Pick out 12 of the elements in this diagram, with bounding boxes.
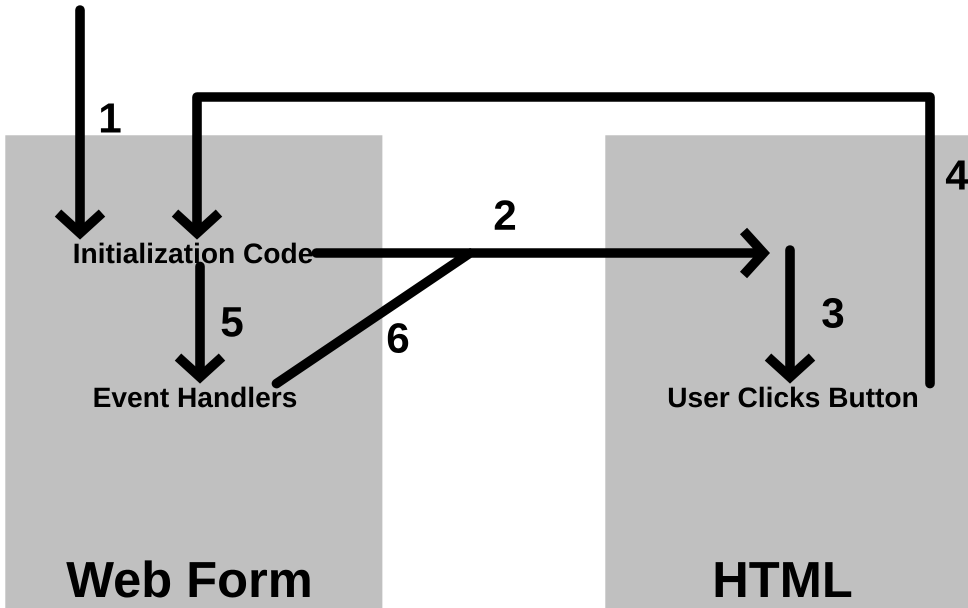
- node-label: User Clicks Button: [668, 386, 918, 408]
- arrow: [174, 262, 226, 384]
- node-label: Initialization Code: [74, 242, 312, 264]
- node-label: Event Handlers: [94, 386, 296, 408]
- edge-label: 6: [388, 323, 408, 353]
- edge-label: 5: [222, 307, 243, 337]
- arrow: [172, 92, 935, 388]
- arrow: [54, 5, 106, 240]
- arrow: [764, 245, 816, 384]
- edge-label: 2: [494, 200, 516, 230]
- edge-label: 3: [822, 298, 844, 328]
- edge-label: 1: [100, 104, 121, 133]
